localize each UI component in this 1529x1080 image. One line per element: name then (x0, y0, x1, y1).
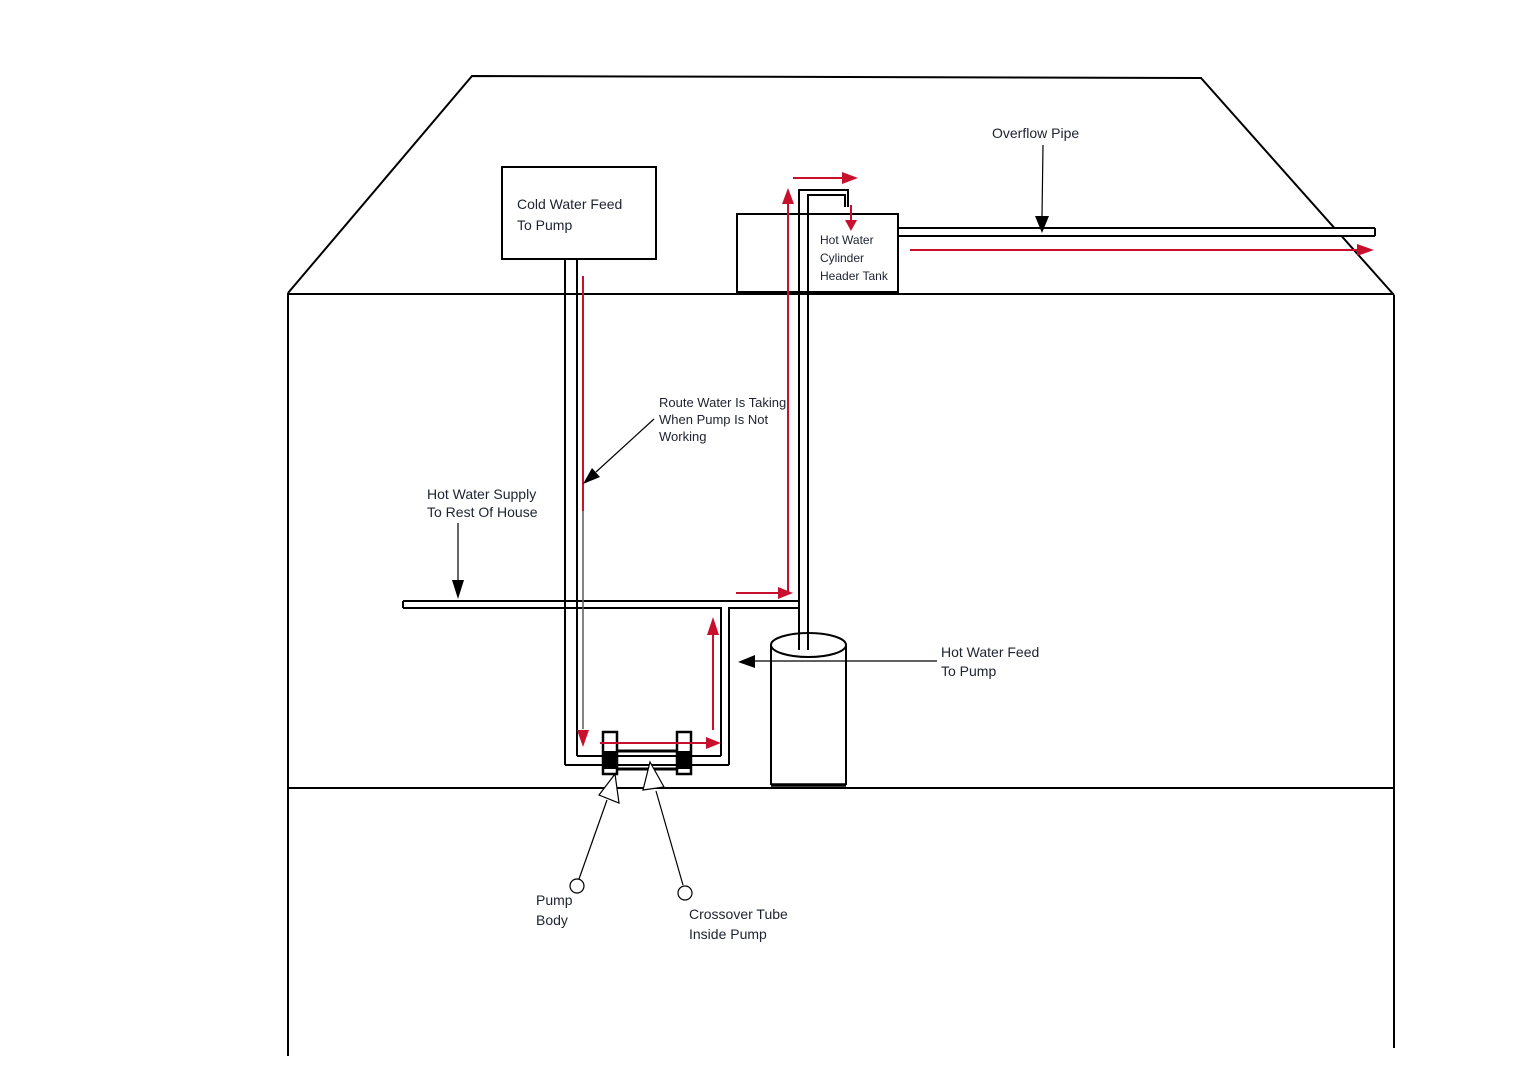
overflow-label-arrowhead (1035, 216, 1049, 233)
house-outline (287, 74, 1395, 1056)
label-line: When Pump Is Not (659, 412, 769, 427)
flow-pump-riser-up-head (707, 617, 719, 635)
hot-water-feed-label-arrowhead (738, 655, 755, 668)
pump-flange-left-core (604, 751, 616, 769)
label-line: Overflow Pipe (992, 125, 1080, 141)
label-line: Cold Water Feed (517, 196, 623, 212)
route-label-leader (595, 418, 655, 473)
flow-overflow-right-head (1357, 244, 1374, 256)
route-label-arrowhead (583, 468, 600, 484)
crossover-tube-walls (617, 749, 677, 771)
label-line: Hot Water (820, 233, 874, 247)
label-line: Header Tank (820, 269, 888, 283)
label-hot-water-feed: Hot Water Feed To Pump (941, 643, 1039, 681)
label-hot-water-supply: Hot Water Supply To Rest Of House (427, 485, 538, 521)
flow-tank-riser-up-head (782, 188, 794, 204)
cold-feed-pipe (564, 259, 578, 765)
label-header-tank: Hot Water Cylinder Header Tank (820, 231, 888, 285)
header-tank-box (736, 213, 899, 293)
hot-water-supply-pipe (402, 600, 798, 609)
pump-riser-pipe (720, 607, 730, 765)
flow-supply-right-head (778, 587, 793, 599)
overflow-pipe-walls (898, 227, 1376, 237)
label-line: To Rest Of House (427, 504, 538, 520)
label-crossover-tube: Crossover Tube Inside Pump (689, 904, 788, 944)
label-line: Crossover Tube (689, 906, 788, 922)
pump-body-tube (565, 755, 729, 766)
label-line: Working (659, 429, 707, 444)
cold-feed-pipe-walls (564, 259, 578, 765)
riser-and-hook-walls (798, 189, 849, 650)
label-overflow-pipe: Overflow Pipe (992, 125, 1079, 141)
cylinder-sides (770, 645, 847, 785)
pump-body-leader-circle (569, 878, 585, 894)
flow-cold-feed-down-head (577, 730, 589, 747)
supply-label-arrowhead (452, 580, 464, 599)
label-line: Route Water Is Taking (659, 395, 787, 410)
label-line: Cylinder (820, 251, 865, 265)
flow-vent-right-head (842, 172, 858, 184)
label-line: Inside Pump (689, 926, 767, 942)
pump-body-leader (578, 799, 608, 880)
leader-lines (452, 144, 1049, 901)
overflow-label-leader (1041, 144, 1044, 218)
label-line: Hot Water Supply (427, 486, 537, 502)
flow-arrows (577, 172, 1374, 749)
flow-crossover-right-head (706, 737, 721, 749)
flow-into-tank-down-head (845, 220, 857, 231)
overflow-pipe-run (898, 227, 1376, 237)
label-line: To Pump (941, 663, 997, 679)
header-tank-riser-pipe (798, 189, 849, 650)
pump-riser-walls (720, 607, 730, 765)
hot-water-cylinder (770, 632, 847, 787)
label-pump-body: Pump Body (536, 890, 573, 930)
pump-body-open-arrowhead (598, 772, 620, 804)
label-line: To Pump (517, 217, 573, 233)
crossover-open-arrowhead (642, 760, 665, 791)
supply-pipe-walls (402, 600, 798, 609)
pump-assembly (565, 730, 729, 776)
label-route-no-pump: Route Water Is Taking When Pump Is Not W… (659, 394, 786, 445)
label-line: Body (536, 912, 568, 928)
cold-water-feed-box (501, 166, 657, 260)
label-cold-water-feed: Cold Water Feed To Pump (517, 194, 622, 236)
overflow-pipe-interior (898, 229, 1375, 236)
pump-flange-right-core (678, 751, 690, 769)
label-line: Pump (536, 892, 573, 908)
roof-outline (287, 74, 1395, 296)
crossover-leader-circle (677, 885, 693, 901)
label-line: Hot Water Feed (941, 644, 1040, 660)
crossover-leader (655, 790, 684, 886)
